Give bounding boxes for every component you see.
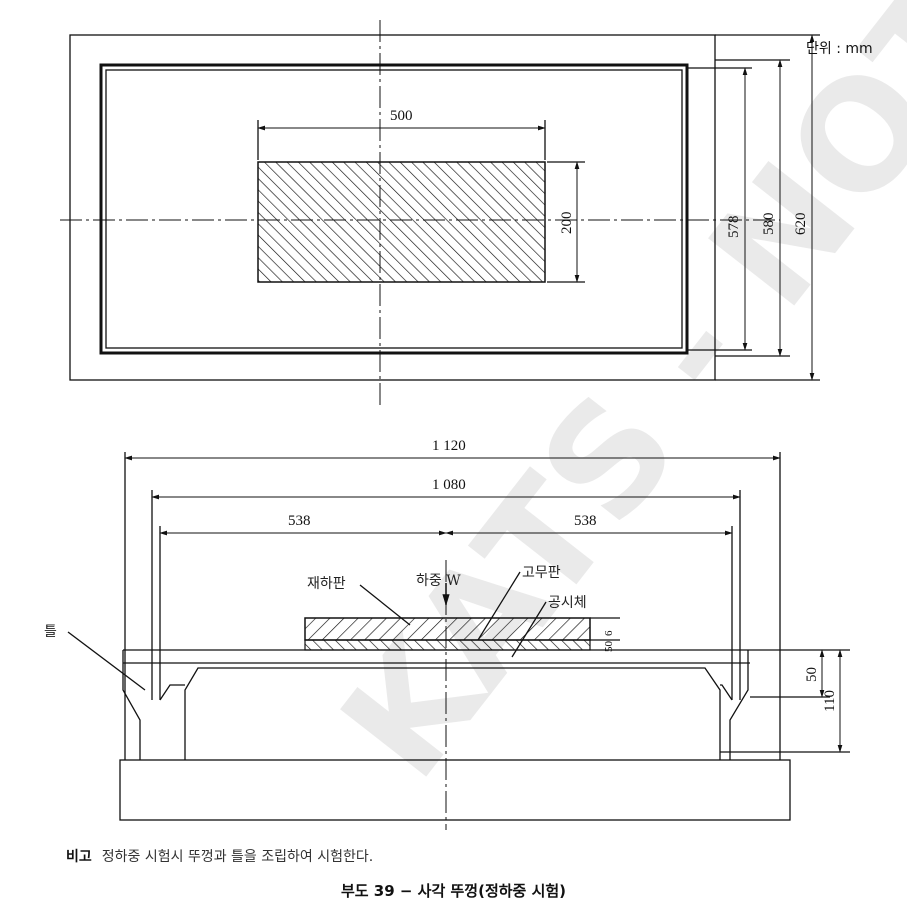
- label-rubber: 고무판: [522, 565, 561, 581]
- dim-50-small: 50: [603, 641, 615, 653]
- dim-538-left: 538: [288, 513, 311, 529]
- specimen-cover: [184, 667, 721, 760]
- dim-538-right: 538: [574, 513, 597, 529]
- base: [119, 759, 791, 821]
- label-load-plate: 재하판: [307, 576, 346, 592]
- note-text: 정하중 시험시 뚜껑과 틀을 조립하여 시험한다.: [101, 849, 374, 865]
- unit-label: 단위 : mm: [806, 41, 873, 57]
- dim-6: 6: [603, 630, 615, 636]
- label-frame: 틀: [44, 624, 57, 640]
- top-view: 500 200 578 580 620: [60, 20, 820, 405]
- dim-620: 620: [793, 213, 809, 236]
- frame-outline: [69, 34, 716, 381]
- dim-500: 500: [390, 108, 413, 124]
- load-plate-hatched: [257, 161, 546, 283]
- side-view: 1 120 1 080 538 538 6 50 50 110 재하판 하중 W…: [44, 438, 850, 830]
- note: 비고 정하중 시험시 뚜껑과 틀을 조립하여 시험한다.: [66, 846, 373, 866]
- cover-outline: [99, 63, 689, 355]
- label-specimen: 공시체: [548, 595, 587, 611]
- load-plate: [304, 617, 591, 641]
- dim-1080: 1 080: [432, 477, 466, 493]
- dim-50: 50: [804, 667, 820, 682]
- dim-580: 580: [761, 213, 777, 236]
- dim-578: 578: [726, 216, 742, 239]
- figure-title: 부도 39 − 사각 뚜껑(정하중 시험): [340, 882, 567, 900]
- label-load: 하중 W: [416, 573, 461, 589]
- dim-200: 200: [559, 212, 575, 235]
- frame-left: [122, 650, 141, 760]
- frame-right: [729, 650, 749, 760]
- note-prefix: 비고: [66, 849, 92, 865]
- rubber-plate: [304, 639, 591, 651]
- dim-110: 110: [822, 690, 838, 712]
- dim-1120: 1 120: [432, 438, 466, 454]
